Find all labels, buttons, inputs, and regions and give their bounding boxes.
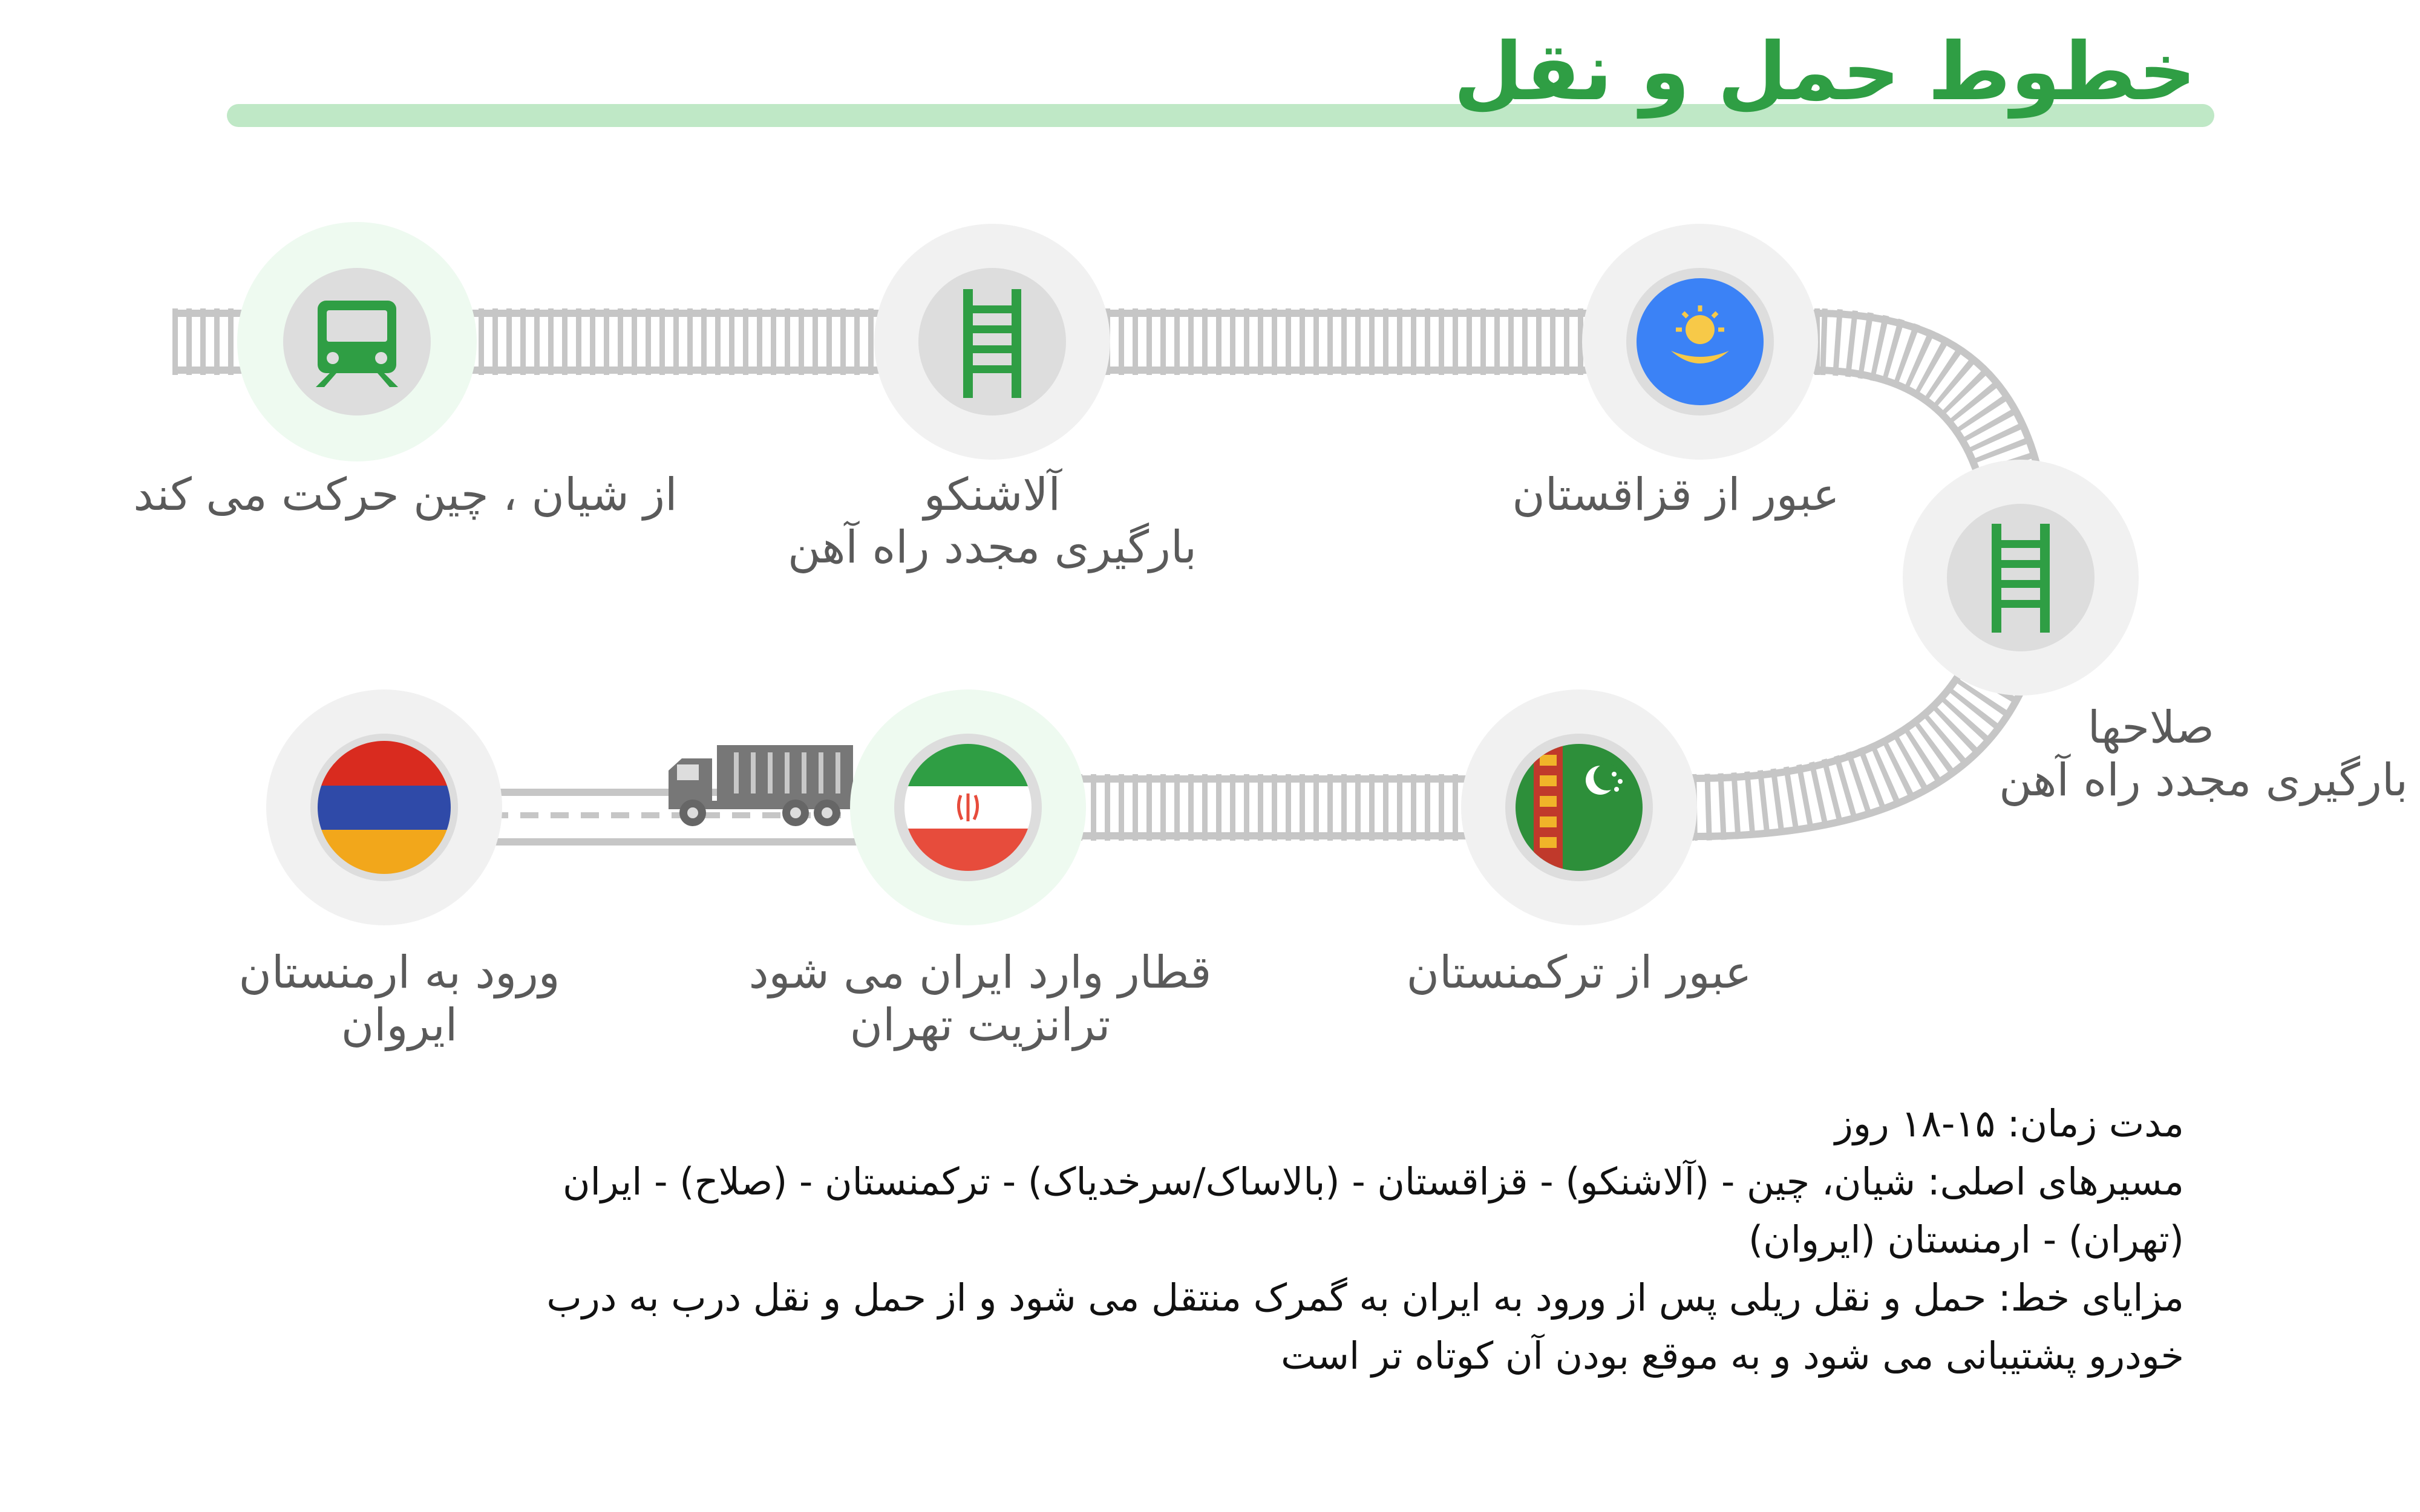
label-turkmenistan: عبور از ترکمنستان <box>1337 947 1821 999</box>
railway-track-icon <box>963 289 1021 398</box>
iran-flag-icon <box>904 744 1032 871</box>
route-notes: مدت زمان: ۱۵-۱۸ روز مسیرهای اصلی: شیان، … <box>472 1095 2184 1385</box>
station-salahha <box>1903 460 2139 696</box>
label-line: آلاشنکو <box>923 469 1061 521</box>
label-line: از شیان ، چین حرکت می کند <box>133 469 678 521</box>
station-kazakhstan <box>1582 224 1818 460</box>
label-line: ایروان <box>341 999 458 1052</box>
kazakhstan-flag-icon <box>1637 278 1764 405</box>
truck-icon <box>669 745 853 826</box>
label-line: عبور از قزاقستان <box>1512 469 1840 521</box>
label-xian: از شیان ، چین حرکت می کند <box>103 469 708 521</box>
station-armenia <box>266 689 502 925</box>
turkmenistan-flag-icon <box>1516 744 1643 871</box>
label-line: بارگیری مجدد راه آهن <box>788 521 1197 574</box>
page-title: خطوط حمل و نقل <box>1453 25 2196 119</box>
station-alashankou <box>874 224 1110 460</box>
label-line: ورود به ارمنستان <box>238 947 560 999</box>
label-armenia: ورود به ارمنستان ایروان <box>157 947 641 1052</box>
armenia-flag-icon <box>318 741 451 874</box>
track-ties-curve-upper <box>1820 308 2054 564</box>
title-underline <box>227 104 2214 127</box>
label-salahha: صلاحها بارگیری مجدد راه آهن <box>1851 702 2408 807</box>
station-xian <box>237 222 477 461</box>
label-line: بارگیری مجدد راه آهن <box>1999 754 2408 807</box>
label-line: ترانزیت تهران <box>849 999 1111 1052</box>
railway-track-icon <box>1992 524 2050 633</box>
station-iran <box>850 689 1086 925</box>
label-line: عبور از ترکمنستان <box>1406 947 1752 999</box>
label-line: قطار وارد ایران می شود <box>748 947 1212 999</box>
label-alashankou: آلاشنکو بارگیری مجدد راه آهن <box>690 469 1295 575</box>
note-advantages: مزایای خط: حمل و نقل ریلی پس از ورود به … <box>546 1276 2184 1378</box>
station-turkmenistan <box>1461 689 1697 925</box>
label-iran: قطار وارد ایران می شود ترانزیت تهران <box>678 947 1283 1052</box>
label-kazakhstan: عبور از قزاقستان <box>1434 469 1918 521</box>
note-main-routes: مسیرهای اصلی: شیان، چین - (آلاشنکو) - قز… <box>563 1159 2184 1262</box>
note-duration: مدت زمان: ۱۵-۱۸ روز <box>1834 1101 2184 1145</box>
train-icon <box>316 301 398 387</box>
label-line: صلاحها <box>2087 702 2214 754</box>
